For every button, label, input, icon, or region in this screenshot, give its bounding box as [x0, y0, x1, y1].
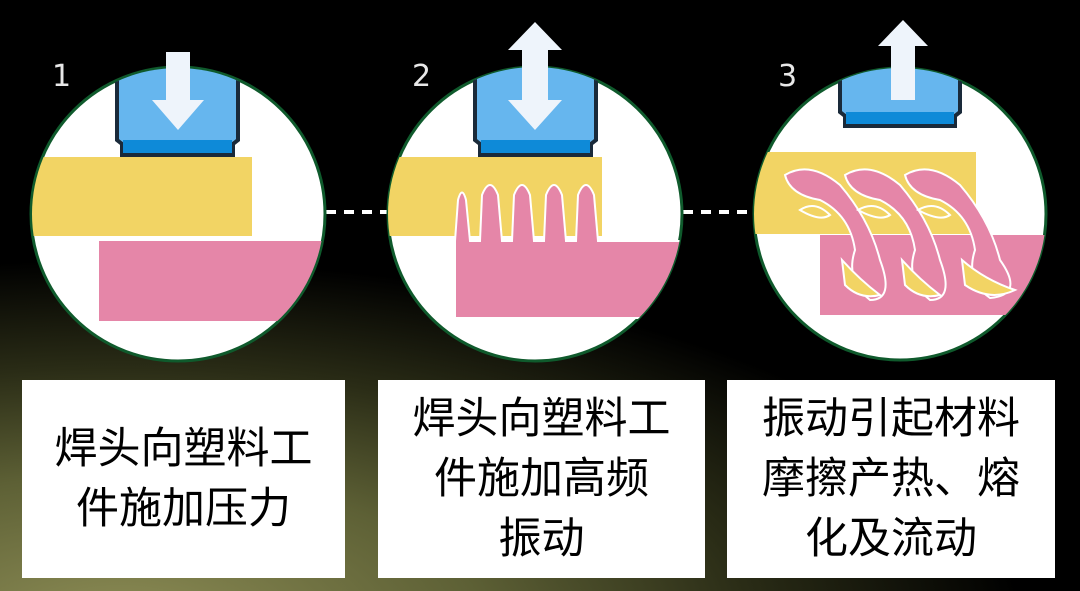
step-2-caption: 焊头向塑料工 件施加高频 振动	[378, 380, 705, 578]
arrow-down-icon	[152, 52, 204, 130]
upper-workpiece	[32, 157, 252, 236]
caption-line: 振动引起材料	[762, 394, 1020, 444]
caption-line: 化及流动	[805, 514, 977, 564]
arrow-up-down-icon	[508, 22, 562, 130]
caption-line: 振动	[498, 514, 585, 564]
step-number-2: 2	[412, 59, 431, 94]
arrow-up-icon	[878, 20, 928, 100]
step-1-illustration	[29, 52, 327, 363]
step-1-caption: 焊头向塑料工 件施加压力	[22, 380, 345, 578]
step-2-illustration	[386, 22, 684, 363]
lower-workpiece	[454, 184, 682, 319]
step-number-3: 3	[778, 59, 797, 94]
lower-workpiece	[99, 241, 324, 321]
caption-line: 件施加压力	[76, 484, 291, 534]
caption-line: 焊头向塑料工	[412, 394, 671, 444]
step-number-1: 1	[52, 59, 71, 94]
step-3-illustration	[752, 20, 1048, 362]
step-3-caption: 振动引起材料 摩擦产热、熔 化及流动	[727, 380, 1055, 578]
caption-line: 摩擦产热、熔	[762, 454, 1020, 504]
caption-line: 焊头向塑料工	[54, 424, 313, 474]
caption-line: 件施加高频	[434, 454, 649, 504]
melt-flow	[783, 168, 1018, 302]
